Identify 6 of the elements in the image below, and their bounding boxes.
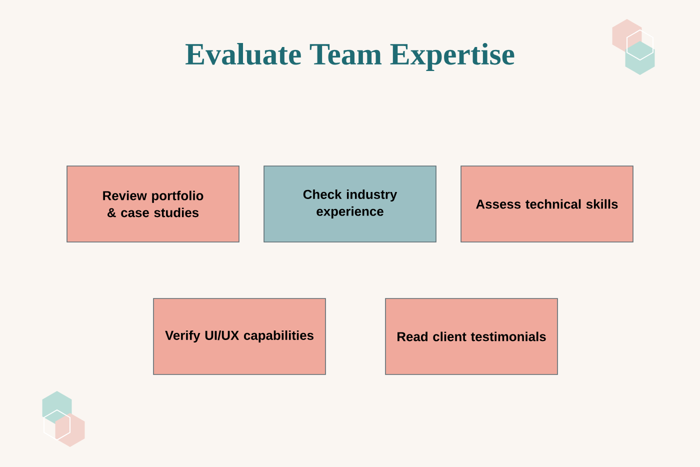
- title: Evaluate Team Expertise: [186, 42, 514, 71]
- process-box: Review portfolio & case studies: [66, 166, 240, 242]
- process-box: Verify UI/UX capabilities: [153, 298, 326, 375]
- process-box: Check industry experience: [264, 166, 436, 242]
- process-box: Assess technical skills: [460, 166, 634, 242]
- process-box: Read client testimonials: [385, 298, 558, 375]
